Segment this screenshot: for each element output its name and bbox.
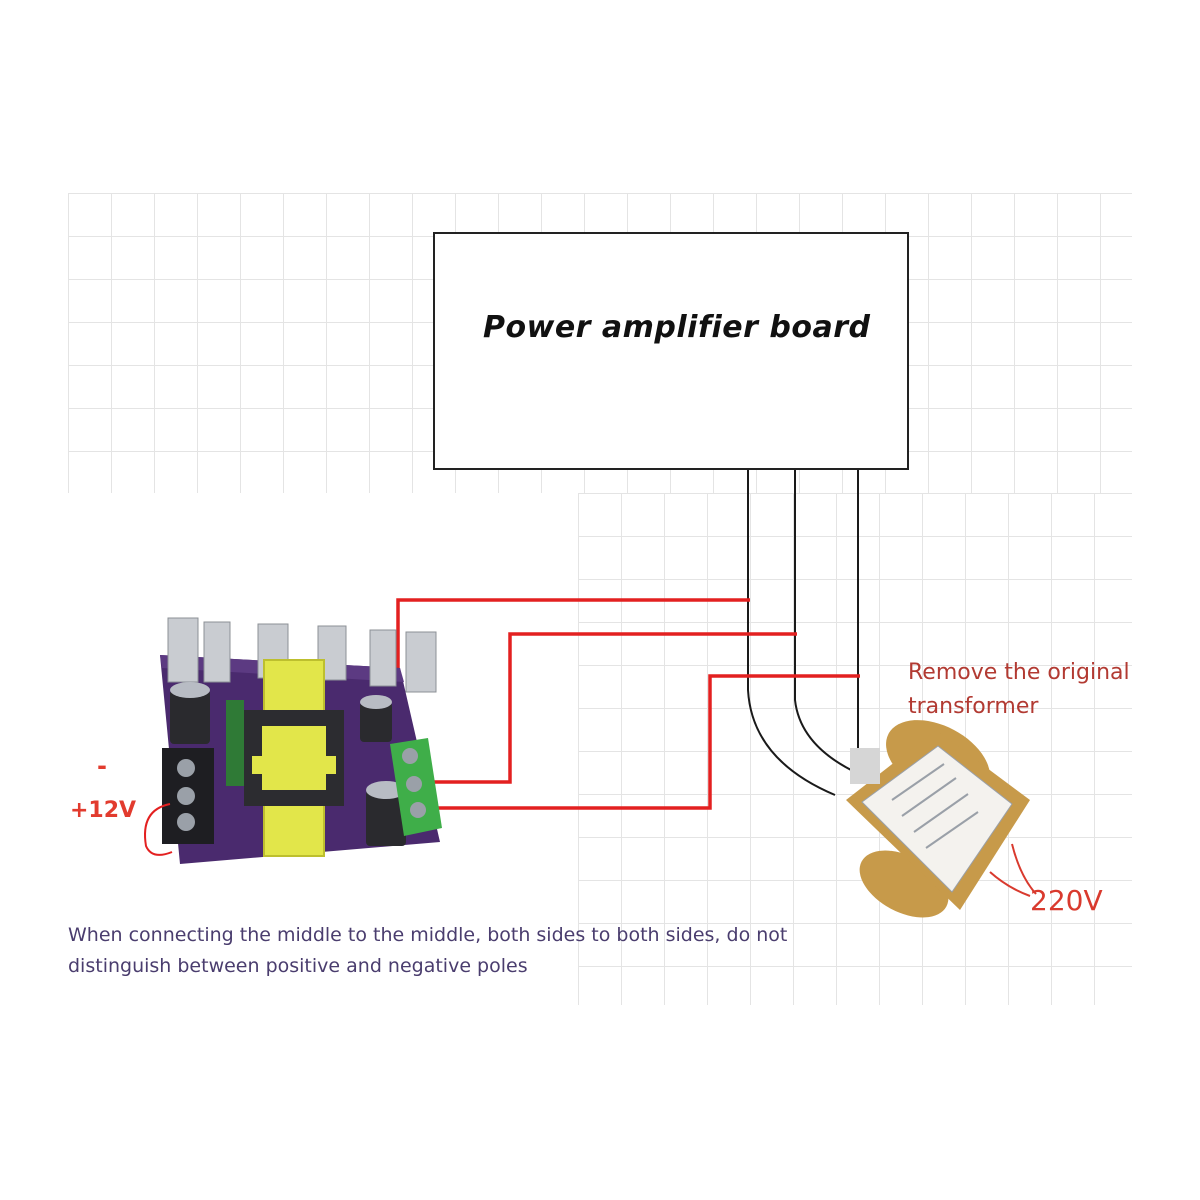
positive-12v-label: +12V — [70, 798, 137, 823]
red-wires — [396, 598, 860, 810]
filter-component — [226, 700, 244, 786]
transformer-label-lines — [891, 763, 979, 849]
power-amplifier-board-title: Power amplifier board — [483, 310, 871, 345]
transformer-bobbin — [850, 748, 880, 784]
power-supply-board — [144, 617, 442, 864]
red-wire-middle — [420, 632, 797, 784]
black-wire-middle — [794, 470, 856, 773]
power-amplifier-board: Power amplifier board — [433, 232, 909, 470]
capacitor-left — [170, 682, 210, 744]
capacitor-right-top — [360, 695, 392, 742]
remove-transformer-note-line2: transformer — [908, 694, 1039, 719]
input-terminal — [162, 748, 214, 844]
remove-transformer-note: Remove the original transformer — [908, 656, 1130, 724]
red-wire-bottom — [420, 674, 860, 810]
capacitor-right-bottom — [366, 781, 406, 846]
black-wire-left — [747, 470, 836, 796]
negative-terminal-label: - — [97, 752, 107, 780]
wiring-instruction-caption: When connecting the middle to the middle… — [68, 924, 788, 977]
red-wire-top — [396, 598, 750, 740]
ferrite-transformer — [244, 659, 344, 857]
output-terminal — [390, 738, 442, 836]
original-transformer — [846, 720, 1037, 918]
black-wires — [747, 470, 859, 796]
remove-transformer-note-line1: Remove the original — [908, 660, 1130, 685]
grid-background-right — [578, 493, 1132, 1005]
ac-220v-label: 220V — [1030, 884, 1103, 917]
